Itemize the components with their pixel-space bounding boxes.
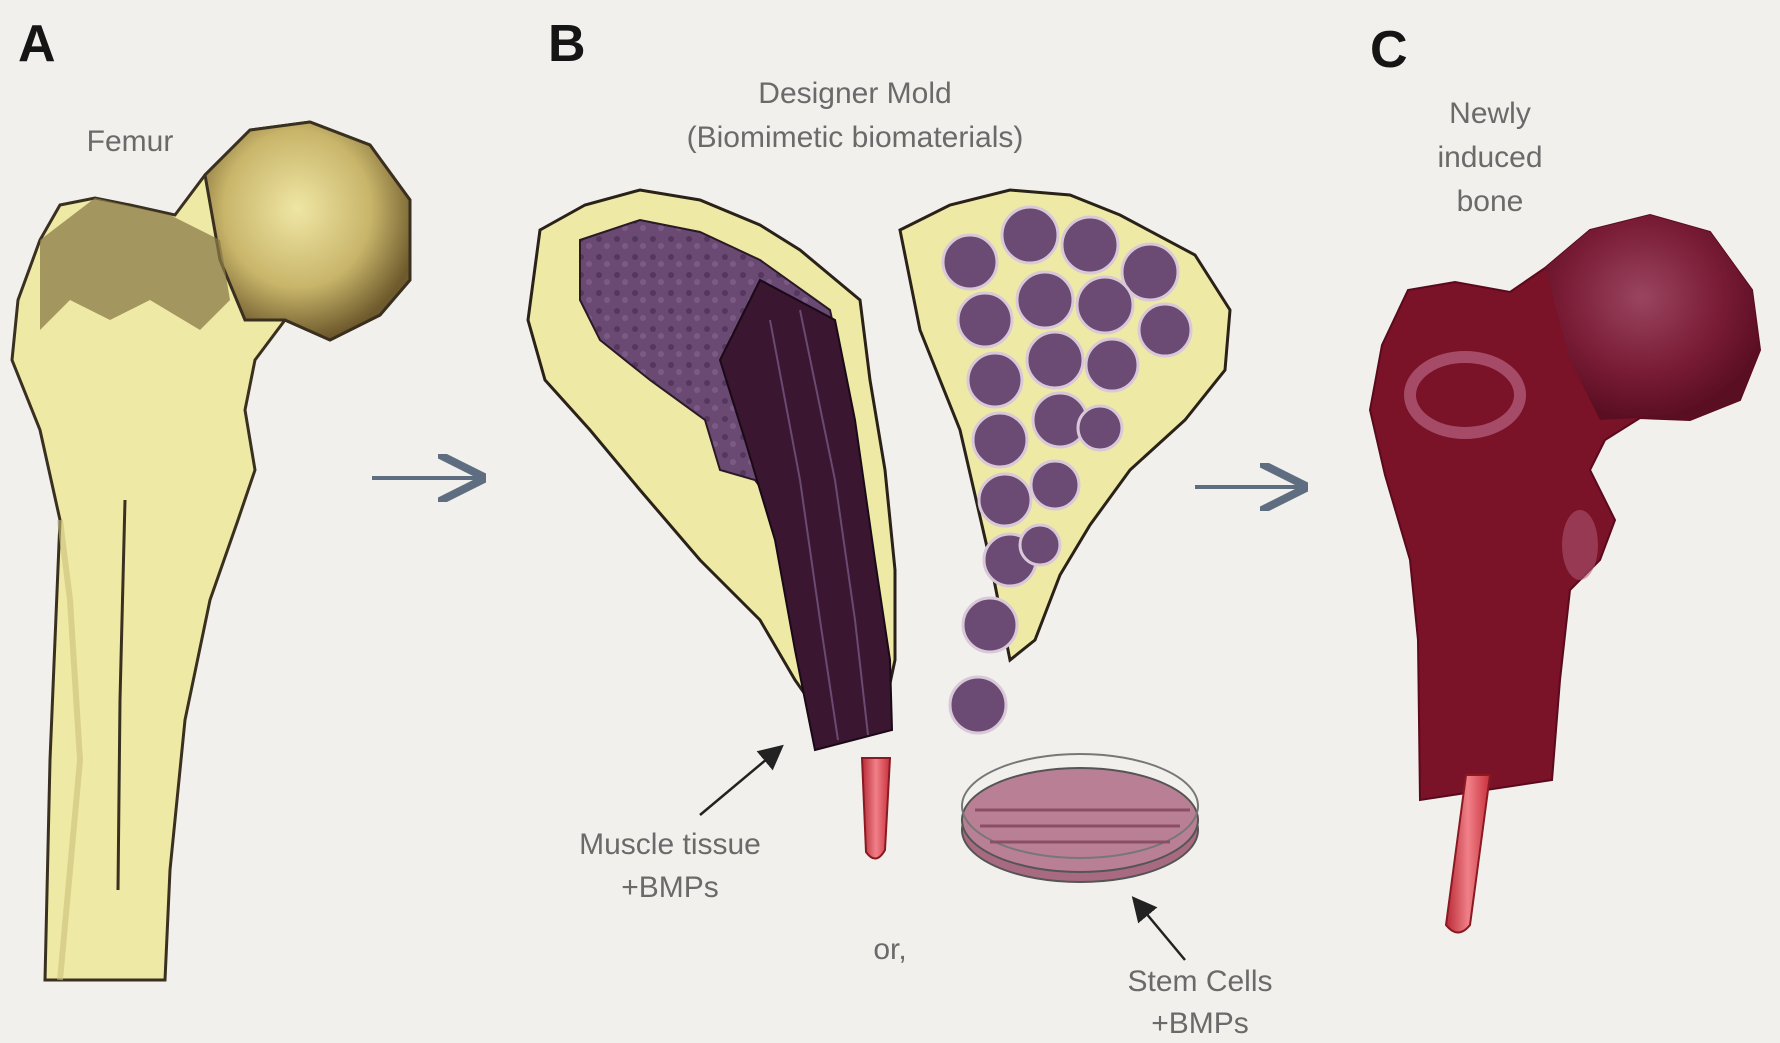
stem-cell-pointer-arrow: [1135, 900, 1185, 960]
muscle-pointer-arrow: [700, 748, 780, 815]
mold-title-line2: (Biomimetic biomaterials): [640, 118, 1070, 157]
panel-letter-a: A: [18, 18, 56, 70]
stem-cells-label-line2: +BMPs: [1090, 1004, 1310, 1043]
panel-letter-c: C: [1370, 24, 1408, 76]
panel-letter-b: B: [548, 18, 586, 70]
stem-cells-label-line1: Stem Cells: [1090, 962, 1310, 1001]
or-label: or,: [850, 930, 930, 969]
muscle-tissue-label-line2: +BMPs: [540, 868, 800, 907]
petri-dish: [962, 754, 1198, 882]
induced-bone-illustration: [1370, 215, 1760, 933]
induced-bone-label-line2: induced: [1410, 138, 1570, 177]
induced-bone-label-line1: Newly: [1410, 94, 1570, 133]
induced-bone-label-line3: bone: [1410, 182, 1570, 221]
femur-illustration: [12, 122, 410, 980]
femur-label: Femur: [60, 122, 200, 161]
mold-title-line1: Designer Mold: [640, 74, 1070, 113]
muscle-tissue-label-line1: Muscle tissue: [540, 825, 800, 864]
